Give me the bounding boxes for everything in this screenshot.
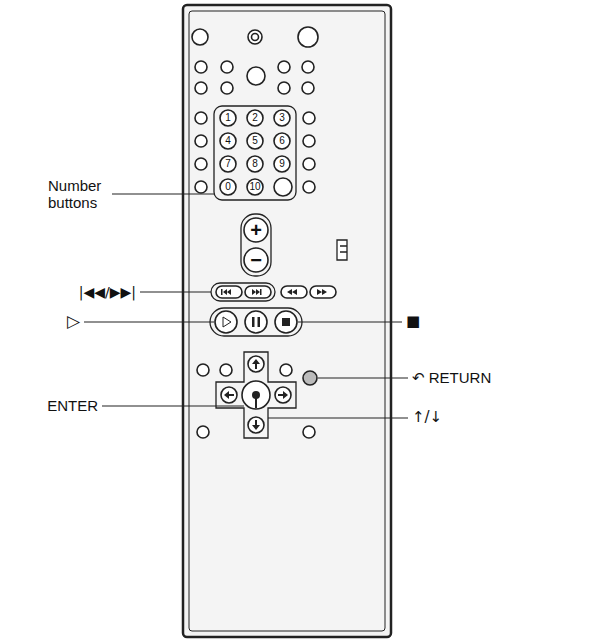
right-button	[275, 387, 291, 403]
up-button	[248, 356, 264, 372]
remote-body	[183, 5, 391, 637]
callout-label: ↶ RETURN	[412, 369, 491, 386]
callout-label: ■	[406, 313, 420, 330]
button	[278, 61, 290, 73]
skip-frame	[211, 283, 275, 301]
pause-button	[245, 311, 267, 333]
button	[252, 34, 259, 41]
callout-label: Number buttons	[48, 177, 110, 212]
button	[195, 82, 207, 94]
enter-button	[242, 381, 270, 409]
button-number: 7	[225, 158, 231, 170]
leader-lines	[84, 194, 408, 418]
button-number: 4	[225, 135, 231, 147]
side-latch	[337, 240, 347, 260]
button-number: 0	[225, 181, 231, 193]
callout-label: ▷	[67, 312, 80, 332]
callout-label: |◀◀/▶▶|	[79, 284, 136, 300]
button-number: 3	[279, 112, 285, 124]
button-number: 2	[252, 112, 258, 124]
volume-frame	[241, 214, 271, 276]
left-button	[221, 387, 237, 403]
button	[248, 30, 262, 44]
button-number: 9	[279, 158, 285, 170]
nav-frame	[216, 352, 296, 438]
button-symbol: −	[250, 249, 262, 272]
return-button	[303, 371, 317, 385]
button-number: 5	[252, 135, 258, 147]
button-number: 8	[252, 158, 258, 170]
button	[221, 82, 233, 94]
minus-button	[244, 248, 268, 272]
forward-button	[310, 286, 336, 298]
button	[302, 82, 314, 94]
button-number: 10	[249, 181, 260, 193]
button	[298, 27, 318, 47]
button	[221, 61, 233, 73]
rewind-button	[281, 286, 307, 298]
button	[278, 82, 290, 94]
next-button	[245, 286, 271, 298]
button	[192, 29, 208, 45]
button-number: 1	[225, 112, 231, 124]
stop-button	[275, 311, 297, 333]
button-number: 6	[279, 135, 285, 147]
button	[302, 61, 314, 73]
callout-label: ↑/↓	[412, 409, 442, 426]
down-button	[248, 417, 264, 433]
button	[195, 61, 207, 73]
button	[247, 67, 265, 85]
button-icons	[221, 289, 327, 430]
number-block	[214, 106, 296, 200]
callout-label: ENTER	[47, 397, 98, 414]
button-symbol: +	[250, 219, 262, 242]
play-button	[215, 311, 237, 333]
remote-bezel	[189, 11, 385, 631]
play-frame	[210, 308, 302, 336]
plus-button	[244, 218, 268, 242]
prev-button	[216, 286, 242, 298]
